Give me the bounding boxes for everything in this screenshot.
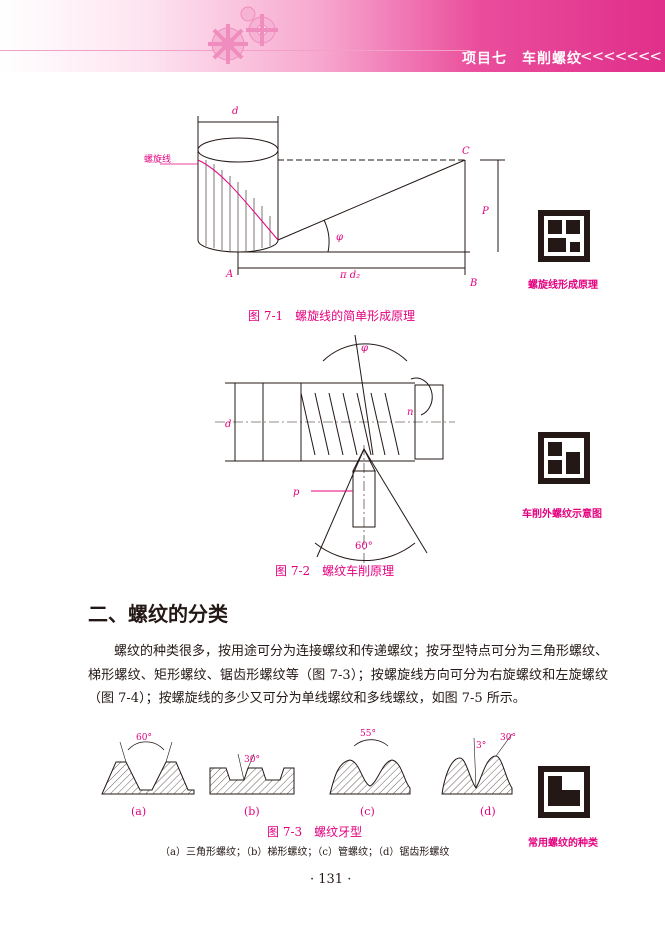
page-header: 项目七 车削螺纹 <<<<<<< <box>0 0 665 72</box>
page-number: · 131 · <box>310 872 352 887</box>
qr3-label: 常用螺纹的种类 <box>528 838 598 849</box>
figure3-caption: 图 7-3 螺纹牙型 <box>267 825 363 839</box>
gears-icon <box>208 6 278 64</box>
panel-label-d: (d) <box>480 805 496 818</box>
label-C: C <box>462 146 470 157</box>
body-paragraph: 螺纹的种类很多，按用途可分为连接螺纹和传递螺纹；按牙型特点可分为三角形螺纹、梯形… <box>88 644 609 706</box>
label-c-angle: 55° <box>360 729 376 739</box>
chevron-decoration: <<<<<<< <box>580 47 662 65</box>
figure1-caption: 图 7-1 螺旋线的简单形成原理 <box>248 309 416 323</box>
label-phi: φ <box>336 232 343 243</box>
qr-code-icon <box>538 432 590 484</box>
label-A: A <box>225 269 233 280</box>
panel-label-b: (b) <box>244 805 260 818</box>
figure2-caption: 图 7-2 螺纹车削原理 <box>275 564 395 578</box>
label-60: 60° <box>355 541 373 552</box>
qr-code-icon <box>538 766 590 818</box>
label-d-angle2: 30° <box>500 733 516 743</box>
figure-thread-turning: φ d n p 60° <box>215 335 455 565</box>
qr-code-icon <box>538 210 590 262</box>
label-d-angle1: 3° <box>476 741 486 751</box>
figure-thread-profiles: 60° 30° 55° 3° 30° <box>101 729 516 795</box>
label-p: p <box>293 487 300 498</box>
panel-label-a: (a) <box>131 805 147 818</box>
figure3-subcaption: （a）三角形螺纹；（b）梯形螺纹；（c）管螺纹；（d）锯齿形螺纹 <box>160 847 450 858</box>
label-d2: d <box>225 419 231 430</box>
figure-helix-principle: d 螺旋线 C P φ A π d₂ B <box>144 106 505 289</box>
qr2-label: 车削外螺纹示意图 <box>522 509 602 520</box>
label-P: P <box>481 206 489 217</box>
panel-label-c: (c) <box>360 805 375 818</box>
label-pid2: π d₂ <box>339 270 360 281</box>
section-title: 二、螺纹的分类 <box>88 602 228 626</box>
label-d: d <box>232 106 238 117</box>
label-b-angle: 30° <box>244 755 260 765</box>
label-helix: 螺旋线 <box>144 153 171 165</box>
label-n: n <box>407 407 413 418</box>
label-a-angle: 60° <box>136 733 152 743</box>
label-B: B <box>469 278 477 289</box>
label-phi2: φ <box>361 343 368 354</box>
project-title: 项目七 车削螺纹 <box>462 51 582 67</box>
qr1-label: 螺旋线形成原理 <box>528 280 598 291</box>
